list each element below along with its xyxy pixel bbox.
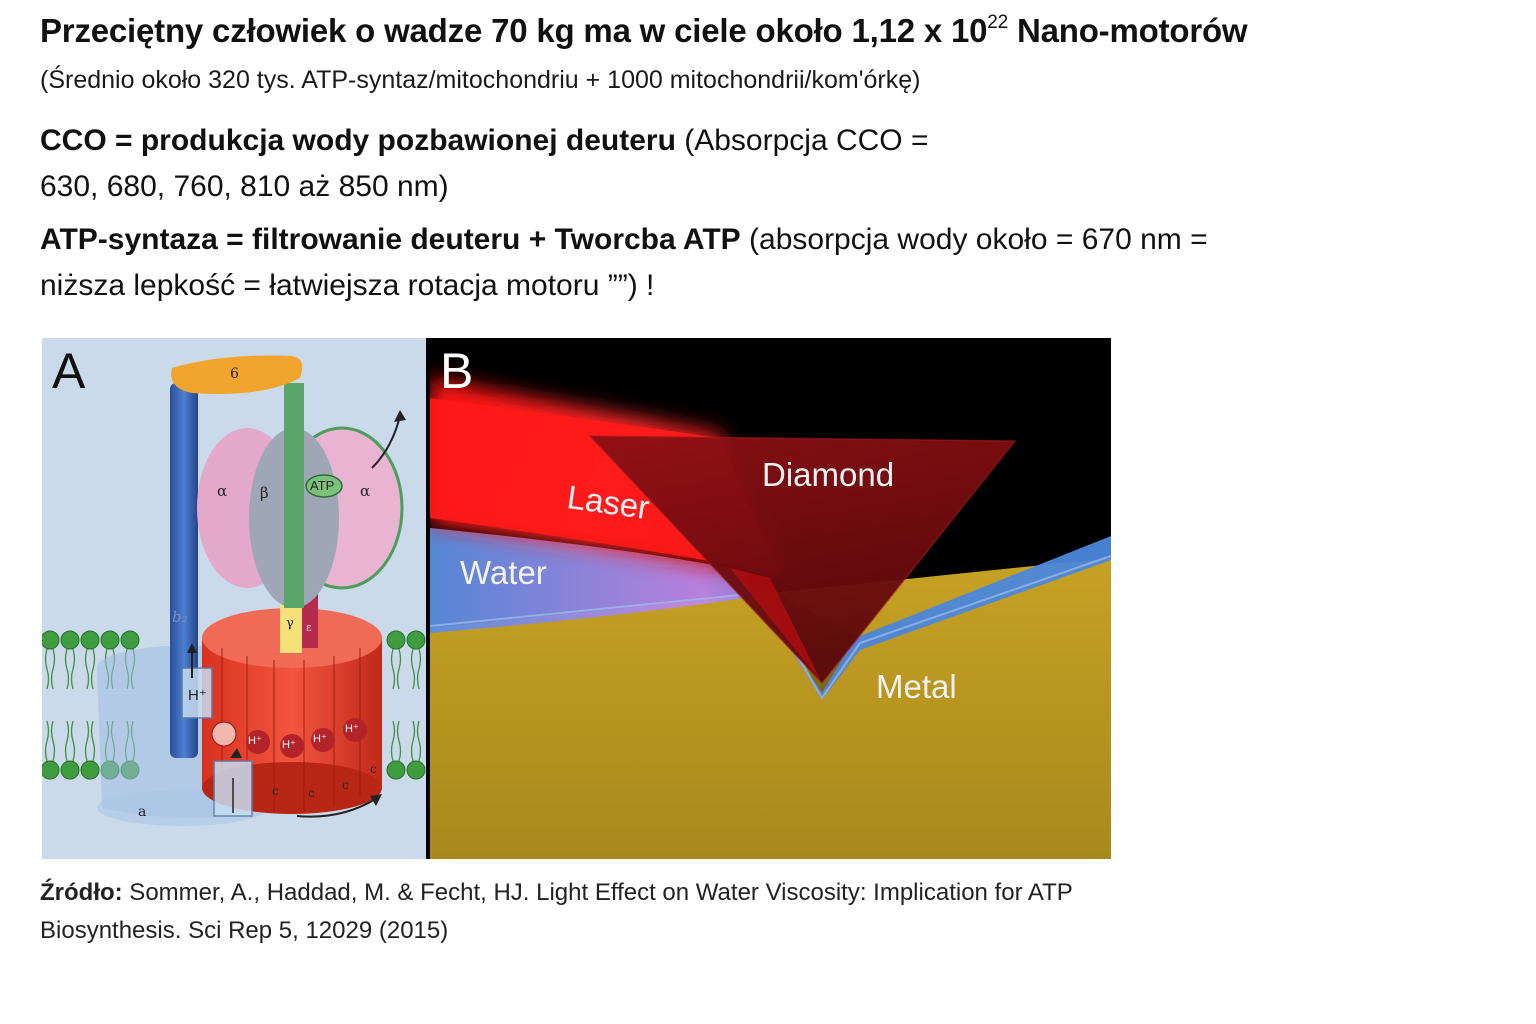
proton-channel-in: [181, 667, 213, 719]
lipid-tail: [416, 720, 422, 762]
lipid-tail: [84, 720, 90, 762]
lipid-tail: [390, 648, 396, 690]
lipid-tail: [416, 648, 422, 690]
cco-bold: CCO = produkcja wody pozbawionej deuteru: [40, 124, 676, 157]
page-subtitle: (Średnio około 320 tys. ATP-syntaz/mitoc…: [40, 66, 921, 94]
lipid-tail: [50, 720, 56, 762]
label-h-plus-4: H⁺: [313, 733, 327, 745]
cco-line2: 630, 680, 760, 810 aż 850 nm): [40, 170, 449, 203]
panel-a-letter: A: [52, 343, 86, 399]
figure: A 6 α β ATP α b₂ γ ε H⁺ H⁺ H⁺ H⁺ H⁺ a c …: [42, 338, 1111, 859]
cco-paragraph: CCO = produkcja wody pozbawionej deuteru…: [40, 118, 929, 210]
label-a: a: [138, 804, 147, 820]
lipid-head: [60, 630, 80, 650]
atp-ellipse: [305, 474, 343, 498]
label-beta: β: [260, 484, 269, 502]
lipid-tail: [90, 648, 96, 690]
page-title: Przeciętny człowiek o wadze 70 kg ma w c…: [40, 12, 1248, 49]
lipid-tail: [70, 720, 76, 762]
lipid-tail: [64, 648, 70, 690]
lipid-tail: [84, 648, 90, 690]
label-delta: 6: [230, 366, 239, 382]
source-label: Źródło:: [40, 879, 123, 906]
f1-head: [197, 383, 404, 608]
lipid-head: [100, 630, 120, 650]
source-citation: Źródło: Sommer, A., Haddad, M. & Fecht, …: [40, 874, 1140, 950]
label-c1: c: [272, 784, 279, 798]
lipid-head: [42, 760, 60, 780]
atp-rest: (absorpcja wody około = 670 nm =: [740, 223, 1208, 256]
lipid-head: [386, 760, 406, 780]
lipid-tail: [70, 648, 76, 690]
lipid-tail: [410, 648, 416, 690]
atp-synthase-diagram: [42, 338, 426, 859]
label-epsilon: ε: [306, 621, 312, 634]
label-atp: ATP: [310, 478, 335, 493]
label-c4: c: [370, 762, 377, 776]
label-h-plus-1: H⁺: [188, 687, 207, 704]
title-superscript: 22: [987, 12, 1009, 33]
atp-bold: ATP-syntaza = filtrowanie deuteru + Twor…: [40, 223, 741, 256]
lipid-head: [80, 630, 100, 650]
label-b2: b₂: [172, 608, 188, 626]
source-text: Sommer, A., Haddad, M. & Fecht, HJ. Ligh…: [40, 879, 1073, 944]
label-gamma: γ: [286, 616, 294, 631]
label-alpha-right: α: [360, 482, 371, 500]
delta-subunit: [171, 355, 303, 394]
atp-paragraph: ATP-syntaza = filtrowanie deuteru + Twor…: [40, 217, 1208, 309]
lipid-head: [80, 760, 100, 780]
cco-rest: (Absorpcja CCO =: [675, 124, 929, 157]
lipid-tail: [50, 648, 56, 690]
epsilon-subunit: [302, 593, 318, 648]
diamond-tip: [590, 436, 1015, 683]
rotation-arrow-bottom: [296, 797, 378, 818]
panel-b-letter: B: [440, 343, 474, 399]
lipid-tail: [44, 720, 50, 762]
lipid-head: [60, 760, 80, 780]
metal-layer: [430, 558, 1111, 859]
lipid-head: [406, 630, 426, 650]
water-film: [430, 528, 1111, 700]
lipid-tail: [44, 648, 50, 690]
lipid-tail: [396, 720, 402, 762]
lipid-tail: [64, 720, 70, 762]
atp-line2: niższa lepkość = łatwiejsza rotacja moto…: [40, 269, 655, 302]
lipid-head: [42, 630, 60, 650]
label-metal: Metal: [876, 668, 957, 705]
lipid-tail: [410, 720, 416, 762]
label-alpha-left: α: [217, 482, 228, 500]
label-h-plus-5: H⁺: [345, 723, 359, 735]
label-diamond: Diamond: [762, 456, 895, 493]
label-water: Water: [460, 554, 547, 591]
panel-b-laser-experiment: B Diamond Laser Water Metal: [430, 338, 1111, 859]
lipid-tail: [396, 648, 402, 690]
label-c2: c: [308, 786, 315, 800]
label-c3: c: [342, 778, 349, 792]
lipid-head: [406, 760, 426, 780]
lipid-head: [386, 630, 406, 650]
laser-experiment-diagram: [430, 338, 1111, 859]
label-h-plus-2: H⁺: [248, 735, 262, 747]
proton-circles: [211, 718, 367, 758]
label-h-plus-3: H⁺: [282, 739, 296, 751]
panel-a-atp-synthase: A 6 α β ATP α b₂ γ ε H⁺ H⁺ H⁺ H⁺ H⁺ a c …: [42, 338, 426, 859]
lipid-tail: [390, 720, 396, 762]
lipid-head: [120, 630, 140, 650]
lipid-tail: [90, 720, 96, 762]
